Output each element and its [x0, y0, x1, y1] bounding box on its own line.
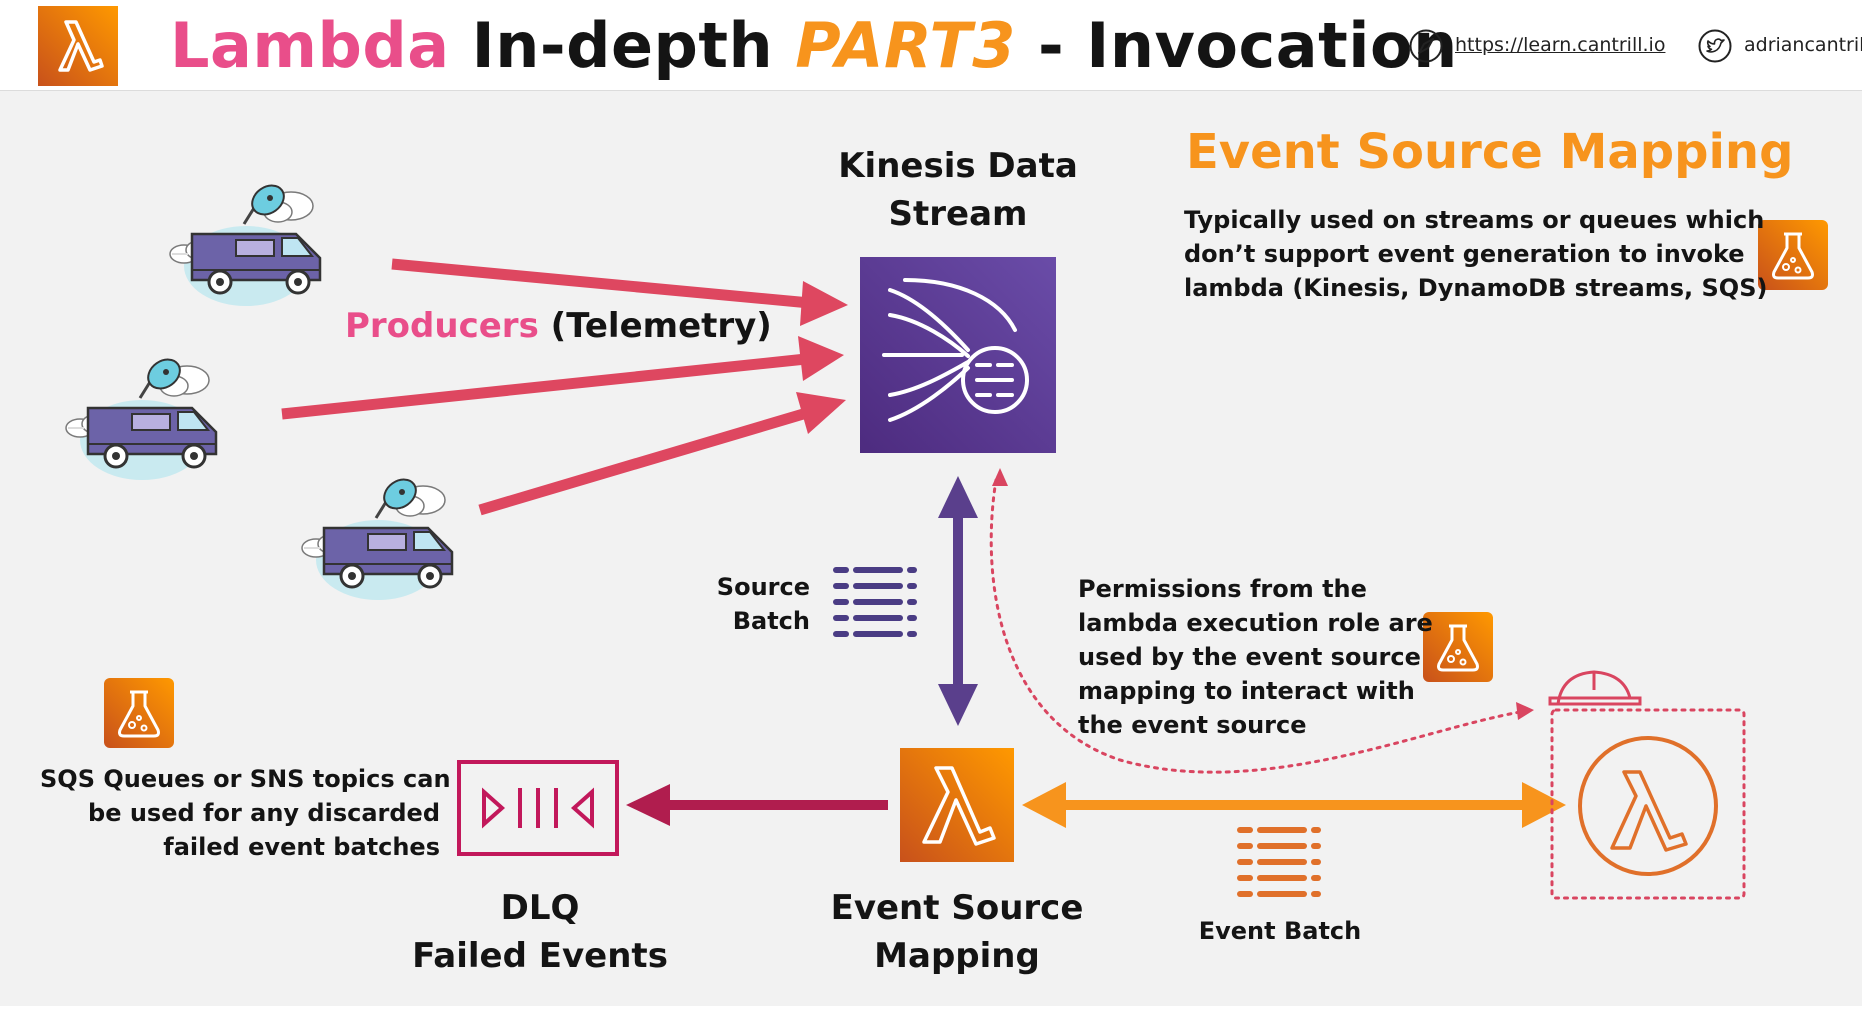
esm-label-line1: Event Source — [830, 888, 1084, 928]
satellite-van-icon — [168, 178, 322, 308]
event-batch-label: Event Batch — [1198, 917, 1362, 945]
page-title: Lambda In-depth PART3 - Invocation — [170, 4, 1458, 88]
website-link[interactable]: https://learn.cantrill.io — [1455, 34, 1666, 56]
esm-label-line2: Mapping — [874, 936, 1040, 976]
header-bar — [0, 0, 1862, 91]
hard-hat-icon — [1548, 670, 1642, 706]
esm-to-dlq-arrow — [626, 784, 888, 826]
dlq-note-line2: be used for any discarded — [88, 799, 440, 827]
permissions-arrows — [989, 478, 1522, 774]
title-invocation: - Invocation — [1015, 9, 1458, 82]
dlq-note-line3: failed event batches — [163, 833, 440, 861]
twitter-handle[interactable]: adriancantrill — [1744, 34, 1862, 56]
satellite-van-icon — [64, 352, 218, 482]
permissions-line3: used by the event source — [1078, 643, 1421, 671]
dlq-note-line1: SQS Queues or SNS topics can — [40, 765, 451, 793]
producers-label: Producers (Telemetry) — [345, 306, 772, 346]
flask-icon — [102, 676, 176, 750]
dlq-label-line1: DLQ — [500, 888, 580, 928]
kinesis-label: Kinesis Data Stream — [820, 142, 1096, 238]
kinesis-label-line1: Kinesis Data — [838, 146, 1078, 186]
title-part: PART3 — [795, 9, 1016, 82]
source-batch-icon — [833, 567, 917, 637]
title-lambda: Lambda — [170, 9, 450, 82]
flask-icon — [1421, 610, 1495, 684]
lambda-logo-icon — [38, 6, 118, 86]
producer-arrows — [281, 258, 848, 516]
event-batch-icon — [1237, 827, 1321, 897]
execution-role-box — [1550, 708, 1746, 900]
producers-label-rest: (Telemetry) — [538, 306, 772, 346]
flask-icon — [1756, 218, 1830, 292]
title-in-depth: In-depth — [449, 9, 796, 82]
esm-desc-line2: don’t support event generation to invoke — [1184, 240, 1745, 268]
permissions-line5: the event source — [1078, 711, 1307, 739]
bottom-strip — [0, 1006, 1862, 1016]
dlq-label: DLQ Failed Events — [380, 884, 700, 980]
permissions-note: Permissions from the lambda execution ro… — [1078, 572, 1433, 742]
lambda-function-icon — [1578, 736, 1718, 876]
satellite-van-icon — [300, 472, 454, 602]
source-batch-line1: Source — [716, 573, 810, 601]
esm-panel-title: Event Source Mapping — [1186, 124, 1794, 180]
permissions-line2: lambda execution role are — [1078, 609, 1433, 637]
producers-label-colored: Producers — [345, 306, 539, 346]
esm-panel-description: Typically used on streams or queues whic… — [1184, 203, 1767, 305]
kinesis-label-line2: Stream — [888, 194, 1028, 234]
source-batch-line2: Batch — [732, 607, 810, 635]
esm-desc-line1: Typically used on streams or queues whic… — [1184, 206, 1765, 234]
diagram-canvas — [64, 178, 1830, 900]
permissions-line1: Permissions from the — [1078, 575, 1367, 603]
dlq-label-line2: Failed Events — [412, 936, 668, 976]
esm-lambda-arrow — [1022, 782, 1566, 828]
dlq-note: SQS Queues or SNS topics can be used for… — [40, 762, 451, 864]
source-batch-label: Source Batch — [700, 570, 810, 638]
compass-icon — [1409, 29, 1443, 63]
event-source-mapping-icon — [900, 748, 1014, 862]
kinesis-esm-arrow — [938, 476, 978, 726]
dead-letter-queue-icon — [457, 760, 619, 856]
kinesis-data-stream-icon — [860, 257, 1056, 453]
twitter-icon — [1698, 29, 1732, 63]
esm-desc-line3: lambda (Kinesis, DynamoDB streams, SQS) — [1184, 274, 1768, 302]
esm-label: Event Source Mapping — [807, 884, 1107, 980]
permissions-line4: mapping to interact with — [1078, 677, 1415, 705]
